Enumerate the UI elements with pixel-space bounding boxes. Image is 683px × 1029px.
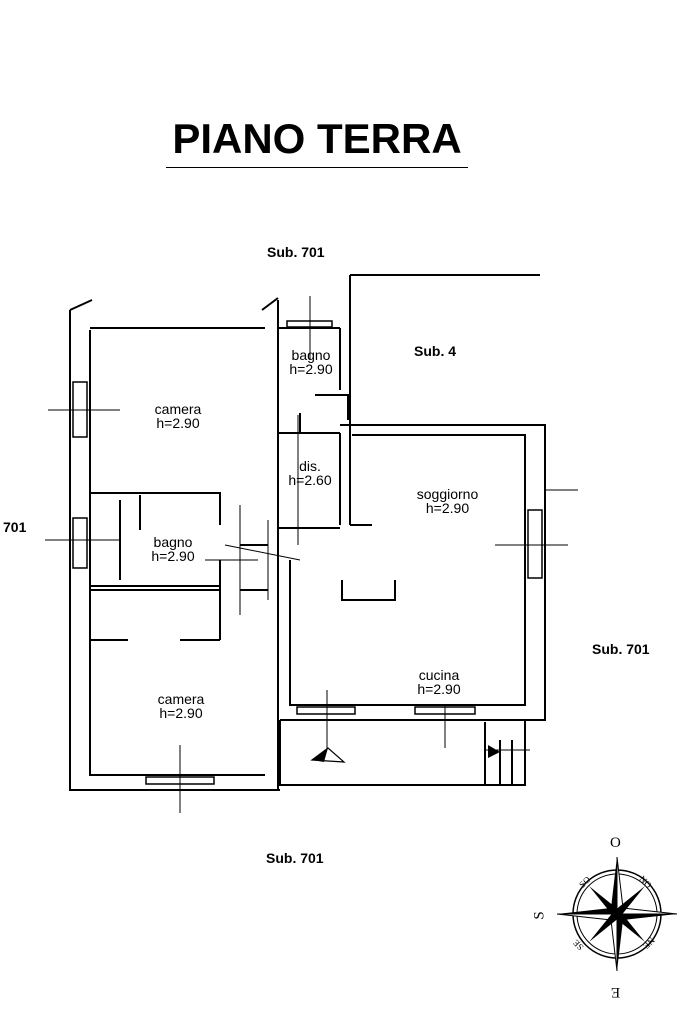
soggiorno-outer: [280, 424, 546, 721]
label-sub701-left: 701: [3, 519, 27, 535]
window-soggiorno: [527, 509, 543, 579]
kitchen-recess: [341, 580, 396, 601]
compass-rose-icon: [556, 856, 678, 972]
compass-west: S: [531, 911, 548, 920]
window-bagno-mid: [72, 517, 88, 569]
outer-wall-west: [69, 310, 280, 791]
label-sub701-top: Sub. 701: [267, 244, 325, 260]
wall-top-outer: [69, 299, 93, 311]
inner-wall-west: [89, 330, 265, 776]
soggiorno-inner: [289, 434, 526, 706]
bath-top-wall-right: [278, 327, 349, 420]
label-sub701-right: Sub. 701: [592, 641, 650, 657]
camera-wall: [90, 492, 221, 640]
title-underline: [166, 167, 468, 168]
compass-north: O: [610, 835, 621, 851]
sub4-boundary: [349, 274, 540, 525]
compass-south: E: [611, 984, 621, 1000]
compass-rose: O E S NO SO NE SE: [531, 835, 683, 1024]
window-cucina-left: [296, 706, 356, 715]
terrace: [279, 720, 526, 786]
terrace-steps: [484, 722, 513, 785]
lower-corridor: [240, 544, 268, 591]
room-disimpegno: dis.h=2.60: [288, 458, 332, 488]
plan-title: PIANO TERRA: [172, 115, 462, 162]
label-sub4: Sub. 4: [414, 343, 457, 359]
wall-top-right: [261, 297, 279, 311]
lower-walls: [90, 560, 221, 641]
dis-walls: [278, 413, 341, 529]
label-sub701-bottom: Sub. 701: [266, 850, 324, 866]
